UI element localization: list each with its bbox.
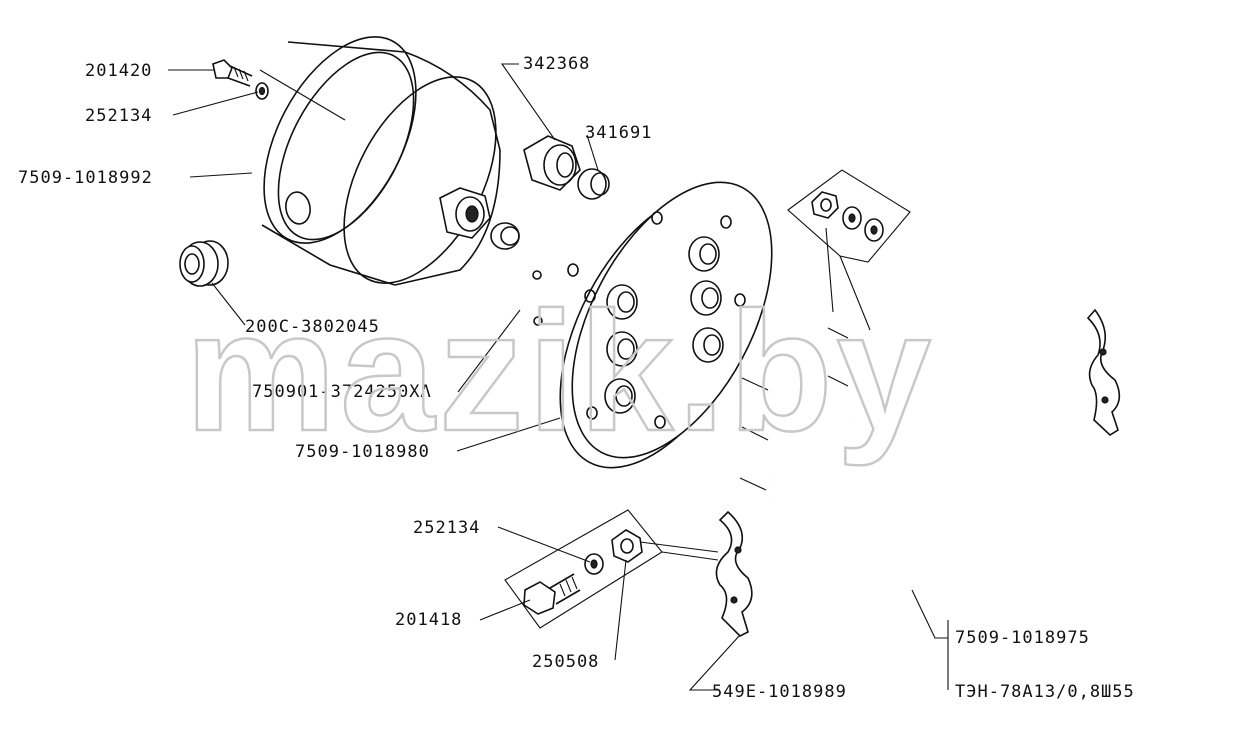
rubber-plug: [179, 240, 229, 287]
fastener-kit-box: [787, 169, 911, 331]
label-wire-jumper: 750901-3724250XΛ: [252, 382, 432, 402]
label-heater-element: ТЭН-78А13/0,8Ш55: [955, 682, 1135, 702]
bolt-kit-box: [504, 509, 719, 629]
label-bolt-large: 201418: [395, 610, 462, 630]
lower-bracket: [715, 510, 753, 637]
watermark: mazik.by: [185, 277, 935, 467]
label-bolt-small: 201420: [85, 61, 152, 81]
label-heater-assembly: 7509-1018975: [955, 628, 1090, 648]
cover-nipple: [490, 222, 520, 250]
wire-jumper: [503, 270, 543, 330]
small-bolt: [212, 59, 253, 87]
label-nut-fitting: 342368: [523, 54, 590, 74]
label-nut-small: 250508: [532, 652, 599, 672]
cover-housing: [259, 36, 501, 286]
top-washer: [255, 82, 269, 100]
nipple-341691: [577, 168, 610, 200]
fitting-nut-342368: [523, 135, 581, 191]
label-bracket: 549E-1018989: [712, 682, 847, 702]
heater-elements: [739, 327, 1046, 631]
cover-fitting-nut: [439, 187, 491, 239]
label-cover: 7509-1018992: [18, 168, 153, 188]
label-plug: 200C-3802045: [245, 317, 380, 337]
label-washer-top: 252134: [85, 106, 152, 126]
label-flange-plate: 7509-1018980: [295, 442, 430, 462]
right-bracket: [1086, 308, 1121, 437]
label-washer-bottom: 252134: [413, 518, 480, 538]
leader-lines: [168, 63, 949, 691]
label-nipple: 341691: [585, 123, 652, 143]
flange-plate: [559, 181, 773, 469]
